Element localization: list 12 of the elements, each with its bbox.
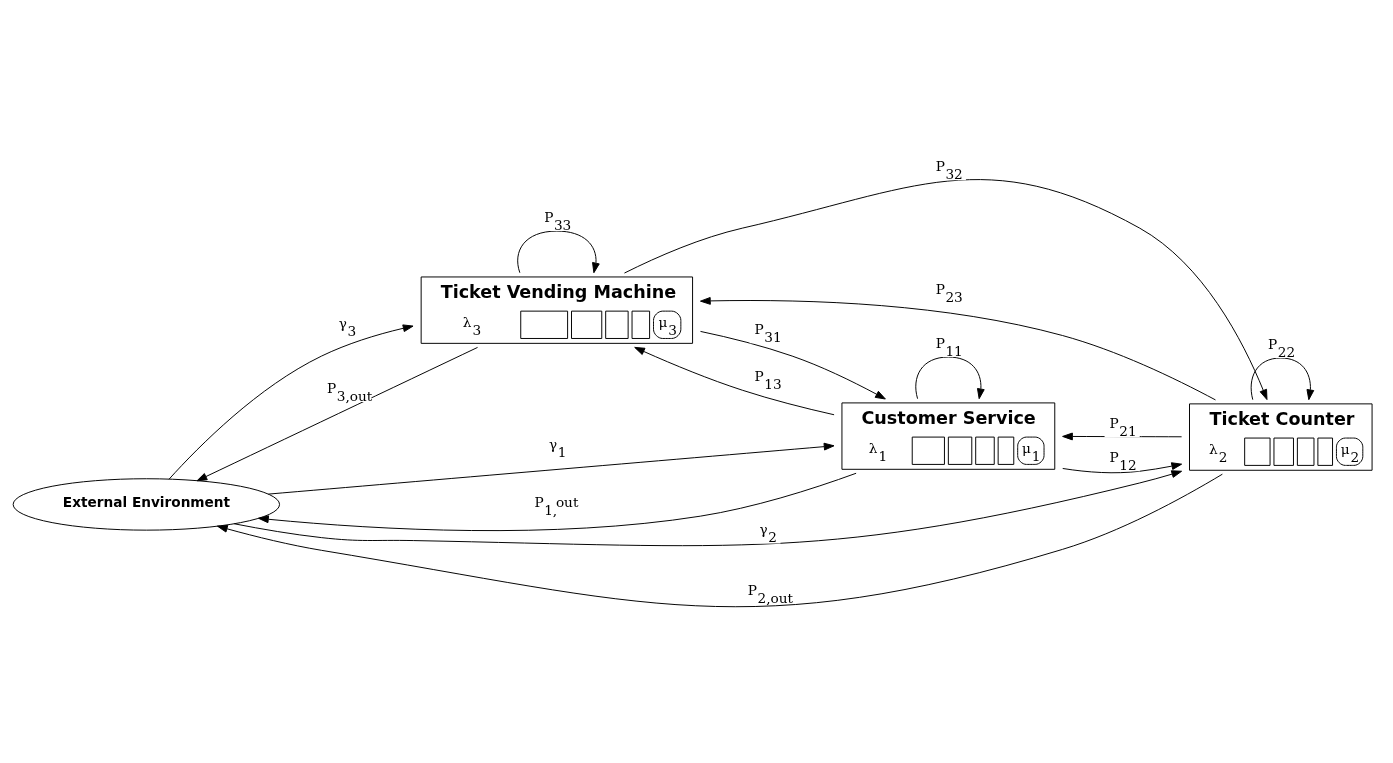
arrow	[1062, 462, 1183, 474]
arrow	[1250, 357, 1315, 401]
arrow	[700, 330, 886, 400]
arrow	[168, 324, 414, 480]
arrow	[258, 472, 857, 532]
arrow	[700, 297, 1216, 401]
arrow	[196, 346, 479, 482]
arrow	[915, 356, 985, 400]
arrow	[517, 230, 600, 274]
arrow	[267, 442, 835, 495]
arrow	[634, 346, 835, 416]
arrow	[623, 179, 1268, 401]
